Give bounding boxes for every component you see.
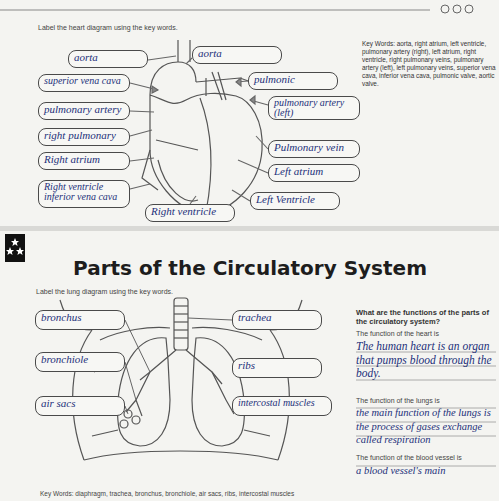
handwritten-answer: Right ventricle (151, 206, 229, 217)
label-box: Right ventricle (145, 204, 235, 222)
prompt: The function of the blood vessel is (356, 454, 496, 463)
label-box: right pulmonary (38, 128, 130, 146)
key-words: Key Words: aorta, right atrium, left ven… (362, 40, 496, 88)
handwritten-answer: Left Ventricle (256, 194, 334, 205)
label-box: air sacs (35, 396, 125, 416)
label-box: pulmonic (248, 72, 338, 90)
handwritten-answer: Right atrium (44, 154, 124, 165)
handwritten-answer: pulmonary artery (left) (274, 98, 354, 118)
label-box: ribs (232, 358, 322, 378)
handwritten-answer: Left atrium (274, 166, 354, 177)
handwritten-answer: the main function of the lungs is the pr… (356, 406, 496, 447)
handwritten-answer: a blood vessel's main (356, 464, 496, 478)
handwritten-answer: pulmonary artery (44, 104, 124, 115)
worksheet-title: Parts of the Circulatory System (40, 256, 460, 280)
label-box: Left Ventricle (250, 192, 340, 210)
handwritten-answer: inferior vena cava (44, 192, 124, 202)
handwritten-answer: Right ventricle (44, 182, 124, 192)
handwritten-answer: air sacs (41, 398, 119, 409)
handwritten-answer: bronchiole (41, 354, 119, 365)
handwritten-answer: ribs (238, 360, 316, 371)
prompt: The function of the heart is (356, 330, 496, 339)
label-box: aorta (192, 46, 282, 64)
label-box: bronchus (35, 310, 125, 330)
label-box: pulmonary artery (left) (268, 96, 360, 120)
handwritten-answer: aorta (198, 48, 276, 59)
handwritten-answer: pulmonic (254, 74, 332, 85)
handwritten-answer: aorta (74, 52, 142, 63)
instruction: Label the heart diagram using the key wo… (38, 24, 338, 33)
label-box: Right atrium (38, 152, 130, 170)
handwritten-answer: superior vena cava (44, 76, 124, 86)
key-words: Key Words: diaphragm, trachea, bronchus,… (40, 490, 340, 498)
handwritten-answer: trachea (238, 312, 316, 323)
label-box: aorta (68, 50, 148, 68)
label-box: Left atrium (268, 164, 360, 182)
handwritten-answer: The human heart is an organ that pumps b… (356, 340, 496, 381)
handwritten-answer: intercostal muscles (238, 398, 326, 408)
instruction: Label the lung diagram using the key wor… (36, 288, 336, 297)
label-box: Right ventricleinferior vena cava (38, 180, 130, 208)
label-box: Pulmonary vein (268, 140, 360, 158)
prompt: The function of the lungs is (356, 397, 496, 406)
question: What are the functions of the parts of t… (356, 308, 496, 327)
handwritten-answer: right pulmonary (44, 130, 124, 141)
handwritten-answer: Pulmonary vein (274, 142, 354, 153)
label-box: trachea (232, 310, 322, 330)
label-box: superior vena cava (38, 74, 130, 92)
label-box: intercostal muscles (232, 396, 332, 416)
handwritten-answer: bronchus (41, 312, 119, 323)
label-box: pulmonary artery (38, 102, 130, 120)
label-box: bronchiole (35, 352, 125, 372)
